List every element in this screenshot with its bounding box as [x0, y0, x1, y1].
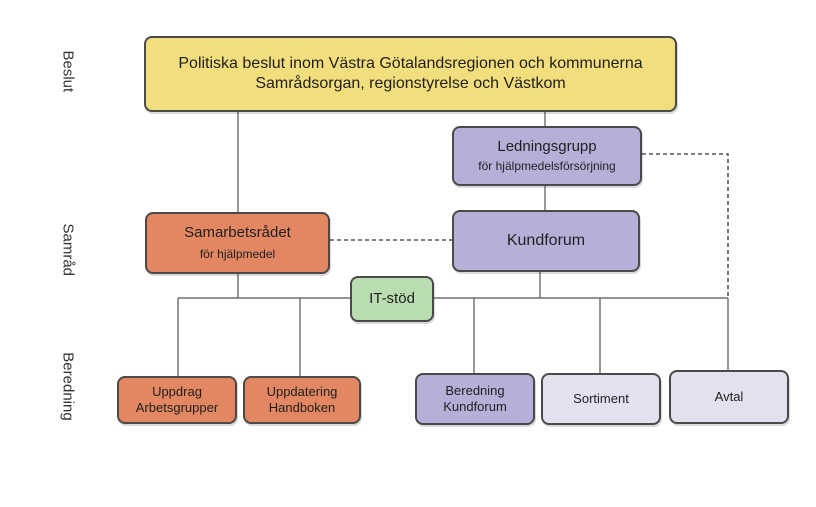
beredning-kundforum-box: Beredning Kundforum: [415, 373, 535, 425]
uppdatering-box: Uppdatering Handboken: [243, 376, 361, 424]
decision-box: Politiska beslut inom Västra Götalandsre…: [144, 36, 677, 112]
kundforum-label: Kundforum: [506, 232, 586, 249]
decision-box-line2: Samrådsorgan, regionstyrelse och Västkom: [255, 75, 566, 92]
avtal-label: Avtal: [714, 388, 744, 404]
sortiment-box: Sortiment: [541, 373, 661, 425]
decision-box-line1: Politiska beslut inom Västra Götalandsre…: [178, 55, 643, 72]
sortiment-label: Sortiment: [573, 390, 629, 406]
ledningsgrupp-subtitle: för hjälpmedelsförsörjning: [478, 159, 616, 174]
beredning-line2: Kundforum: [443, 399, 507, 414]
beredning-line1: Beredning: [445, 382, 505, 398]
ledningsgrupp-box: Ledningsgrupp för hjälpmedelsförsörjning: [452, 126, 642, 186]
samarbetsradet-title: Samarbetsrådet: [184, 224, 291, 242]
ledningsgrupp-title: Ledningsgrupp: [497, 137, 597, 155]
lane-label-samrad: Samråd: [59, 223, 77, 277]
it-stod-label: IT-stöd: [369, 289, 415, 307]
uppdatering-line1: Uppdatering: [266, 383, 338, 399]
uppdrag-box: Uppdrag Arbetsgrupper: [117, 376, 237, 424]
uppdrag-line1: Uppdrag: [152, 383, 202, 399]
uppdatering-line2: Handboken: [268, 400, 336, 415]
lane-label-beredning: Beredning: [59, 352, 77, 421]
samarbetsradet-box: Samarbetsrådet för hjälpmedel: [145, 212, 330, 274]
dashed-ledning-to-avtal: [642, 153, 729, 298]
uppdrag-line2: Arbetsgrupper: [135, 400, 219, 415]
samarbetsradet-subtitle: för hjälpmedel: [199, 246, 276, 261]
kundforum-box: Kundforum: [452, 210, 640, 272]
lane-label-beslut: Beslut: [59, 50, 77, 93]
avtal-box: Avtal: [669, 370, 789, 424]
it-stod-box: IT-stöd: [350, 276, 434, 322]
